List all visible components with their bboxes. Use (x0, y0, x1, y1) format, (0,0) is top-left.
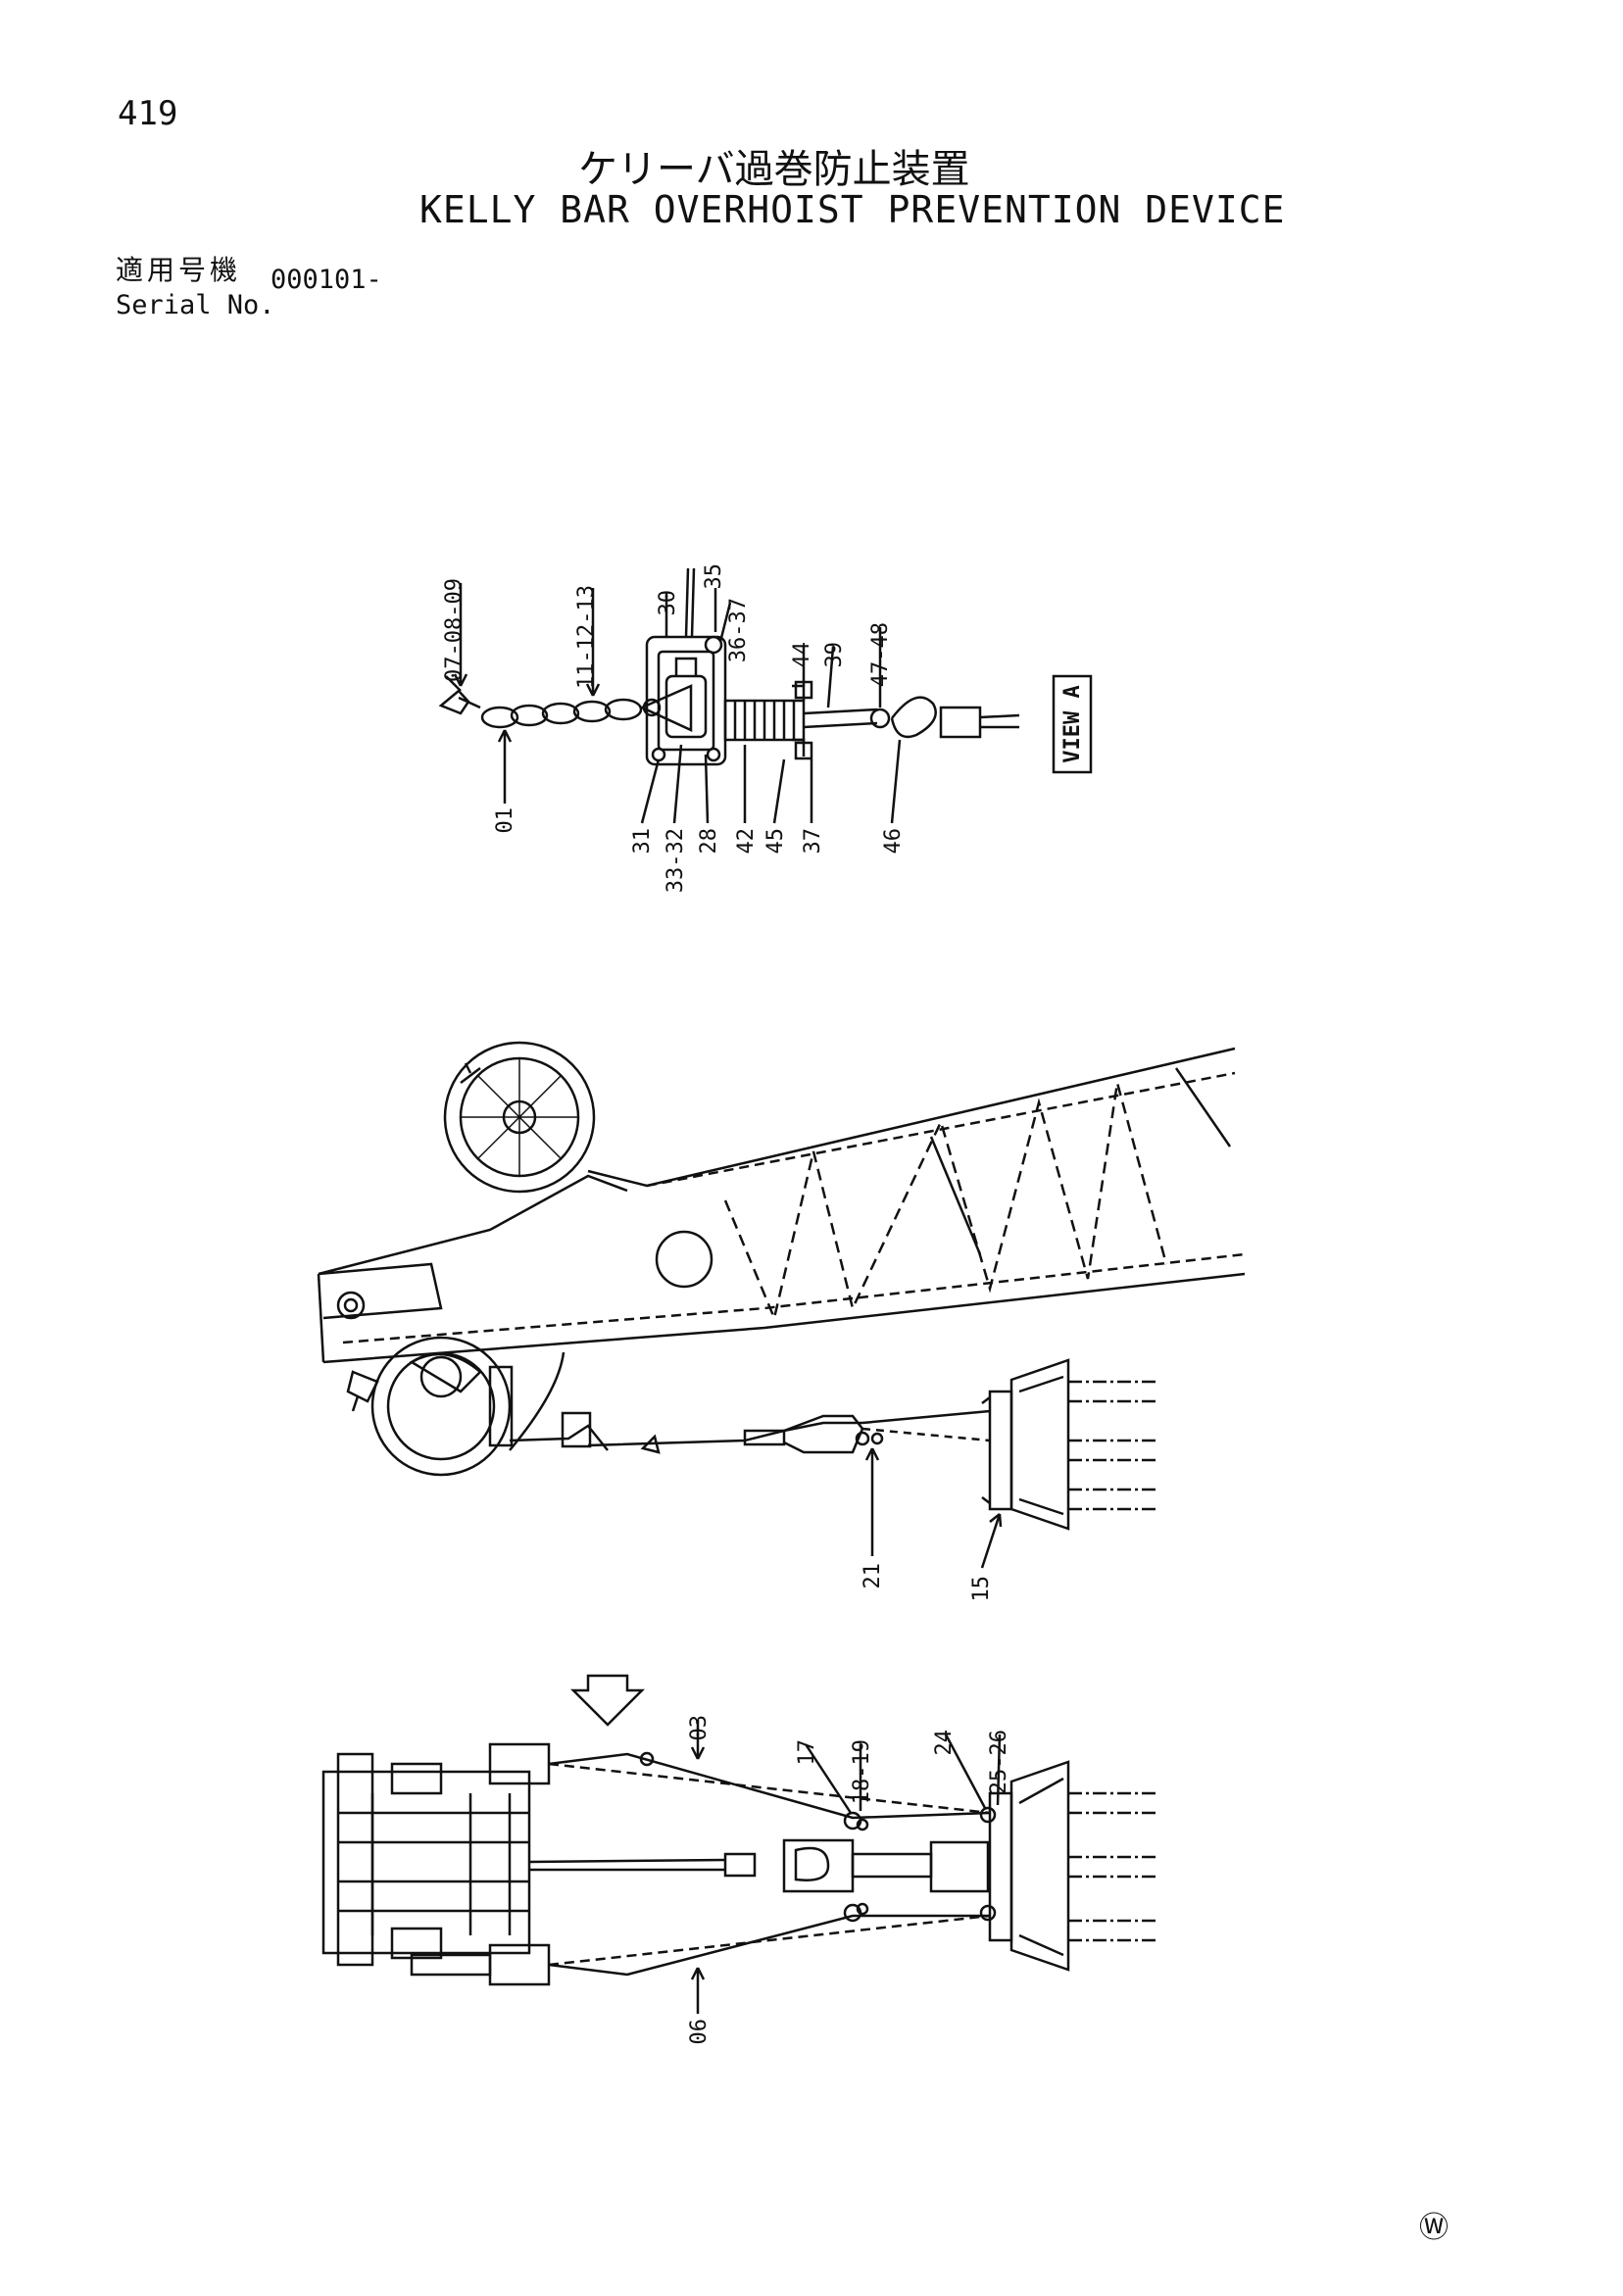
side-view-callouts: 21 15 (861, 1563, 994, 1602)
view-a-callouts: 07-08-09 11-12-13 30 35 36-37 44 39 47-4… (442, 563, 1085, 893)
callout-17: 17 (795, 1739, 819, 1766)
lower-sheave (370, 1336, 512, 1477)
callout-15: 15 (969, 1576, 994, 1602)
chain-link (480, 706, 519, 729)
view-a-label: VIEW A (1060, 685, 1085, 762)
callout-46: 46 (881, 828, 906, 855)
view-a-label-box (1052, 674, 1093, 774)
boom-inspection-hole (655, 1230, 713, 1289)
serial-label-english: Serial No. (116, 290, 275, 320)
plan-view-callouts: 03 17 18-19 24 25-26 06 (687, 1715, 1011, 2045)
callout-36-37: 36-37 (726, 598, 751, 662)
boom-side-view (317, 1041, 1246, 1569)
callout-18-19: 18-19 (850, 1739, 874, 1804)
callout-11-12-13: 11-12-13 (574, 585, 599, 689)
callout-07-08-09: 07-08-09 (442, 578, 467, 682)
callout-31: 31 (630, 828, 655, 855)
upper-sheave (443, 1041, 596, 1194)
callout-25-26: 25-26 (987, 1730, 1011, 1794)
callout-01: 01 (493, 807, 517, 834)
callout-06: 06 (687, 2019, 712, 2045)
callout-47-48: 47-48 (868, 622, 893, 687)
callout-21: 21 (861, 1563, 885, 1589)
callout-44: 44 (790, 642, 814, 668)
page-title-japanese: ケリーバ過巻防止装置 (578, 147, 970, 192)
kelly-bar-head (988, 1390, 1013, 1511)
serial-number-value: 000101- (270, 265, 382, 295)
callout-45: 45 (763, 828, 788, 855)
callout-33-32: 33-32 (664, 828, 688, 893)
callout-28: 28 (697, 828, 721, 855)
callout-24: 24 (932, 1730, 957, 1756)
view-a-arrow (569, 1674, 646, 1727)
callout-30: 30 (656, 590, 680, 616)
footer-mark: Ⓦ (1419, 2211, 1449, 2245)
plan-view (321, 1674, 1156, 2014)
view-a-detail (438, 567, 1093, 824)
callout-03: 03 (687, 1715, 712, 1741)
callout-35: 35 (702, 563, 726, 590)
page-number: 419 (118, 94, 178, 133)
callout-39: 39 (822, 642, 847, 668)
page-title-english: KELLY BAR OVERHOIST PREVENTION DEVICE (419, 188, 1286, 231)
callout-37: 37 (801, 828, 825, 855)
serial-label-japanese: 適用号機 (116, 254, 242, 286)
callout-42: 42 (734, 828, 759, 855)
